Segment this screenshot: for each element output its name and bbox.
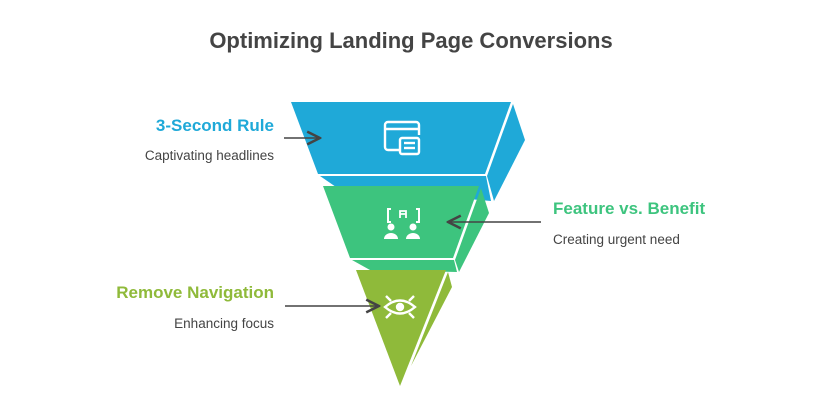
browser-newspaper-icon (383, 120, 421, 156)
people-discussion-icon (384, 208, 420, 239)
funnel-stage-2 (323, 186, 489, 272)
stage-3-label: Remove Navigation (116, 283, 274, 302)
diagram-title: Optimizing Landing Page Conversions (209, 28, 613, 53)
stage-2-label: Feature vs. Benefit (553, 199, 706, 218)
funnel-stage-3 (356, 270, 452, 386)
stage-1-label: 3-Second Rule (155, 116, 274, 135)
stage-3-description: Enhancing focus (174, 316, 274, 331)
stage-1-description: Captivating headlines (144, 148, 274, 163)
stage-2-description: Creating urgent need (553, 232, 680, 247)
eye-focus-icon (383, 295, 417, 319)
